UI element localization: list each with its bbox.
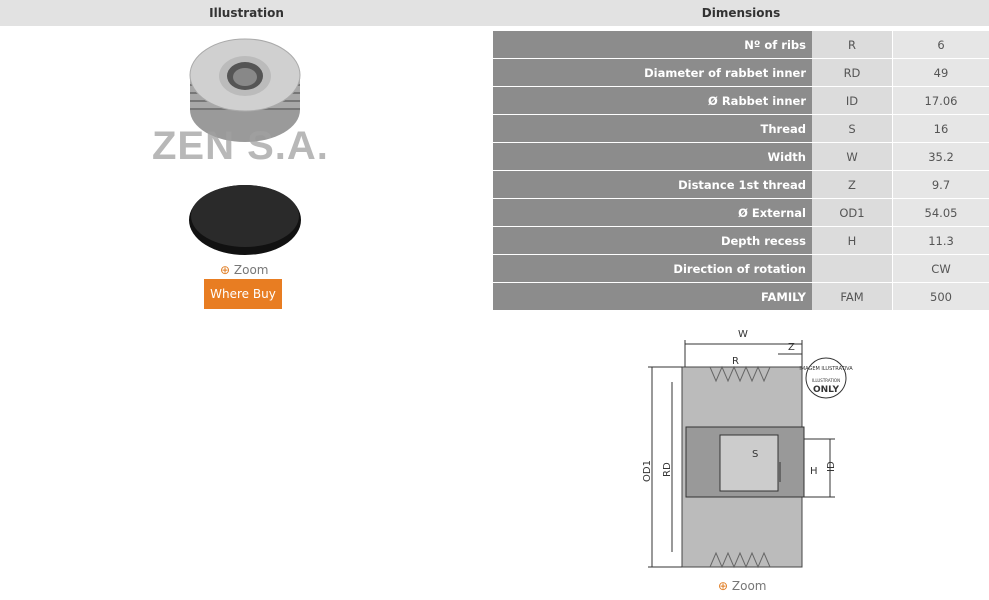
dimension-label: FAMILY [493, 282, 812, 311]
where-buy-button[interactable]: Where Buy [204, 279, 282, 309]
label-id: ID [826, 461, 837, 472]
dimension-label: Distance 1st thread [493, 170, 812, 199]
dimension-code: S [812, 114, 893, 143]
dimension-label: Ø Rabbet inner [493, 86, 812, 115]
product-image[interactable] [185, 30, 305, 260]
dimension-label: Ø External [493, 198, 812, 227]
label-z: Z [788, 342, 795, 353]
dimension-code: W [812, 142, 893, 171]
dimension-code: R [812, 31, 893, 59]
dimension-label: Width [493, 142, 812, 171]
dimension-code: RD [812, 58, 893, 87]
diagram-zoom-link[interactable]: ⊕ Zoom [718, 579, 766, 593]
dimension-label: Direction of rotation [493, 254, 812, 283]
dimensions-header: Dimensions [493, 0, 989, 26]
dimension-value: 9.7 [892, 170, 989, 199]
label-h: H [810, 466, 818, 477]
zoom-label: Zoom [233, 263, 269, 277]
illustration-stamp [805, 357, 847, 399]
dimension-row: Direction of rotation CW [493, 254, 989, 283]
dimension-label: Depth recess [493, 226, 812, 255]
stamp-mid: ILLUSTRATION [812, 378, 840, 383]
illustration-header: Illustration [0, 0, 493, 26]
dimension-value: 17.06 [892, 86, 989, 115]
dimension-label: Diameter of rabbet inner [493, 58, 812, 87]
dimension-code: FAM [812, 282, 893, 311]
zoom-link[interactable]: ⊕ Zoom [220, 263, 268, 277]
dimension-code: Z [812, 170, 893, 199]
label-w: W [738, 329, 748, 340]
label-s: S [752, 449, 758, 460]
label-od1: OD1 [642, 460, 653, 482]
stamp-top: IMAGEM ILUSTRATIVA [799, 366, 853, 372]
label-rd: RD [662, 462, 673, 477]
dimension-code: OD1 [812, 198, 893, 227]
dimension-code [812, 254, 893, 283]
dimension-value: 11.3 [892, 226, 989, 255]
dimension-code: ID [812, 86, 893, 115]
dimension-code: H [812, 226, 893, 255]
zoom-icon: ⊕ [220, 263, 231, 277]
dimension-value: 54.05 [892, 198, 989, 227]
stamp-bottom: ONLY [813, 385, 840, 395]
dimension-value: 49 [892, 58, 989, 87]
watermark-logo: ZEN S.A. [152, 124, 329, 168]
dimension-value: CW [892, 254, 989, 283]
label-r: R [732, 356, 739, 367]
dimension-label: Nº of ribs [493, 31, 812, 59]
dimension-label: Thread [493, 114, 812, 143]
dimension-value: 35.2 [892, 142, 989, 171]
dimension-value: 6 [892, 31, 989, 59]
dimension-diagram: W Z R S H ID RD OD1 IMAGEM ILUSTRATIVA I… [642, 329, 853, 569]
dimension-value: 500 [892, 282, 989, 311]
zoom-icon: ⊕ [718, 579, 729, 593]
dimension-value: 16 [892, 114, 989, 143]
zoom-label: Zoom [731, 579, 767, 593]
